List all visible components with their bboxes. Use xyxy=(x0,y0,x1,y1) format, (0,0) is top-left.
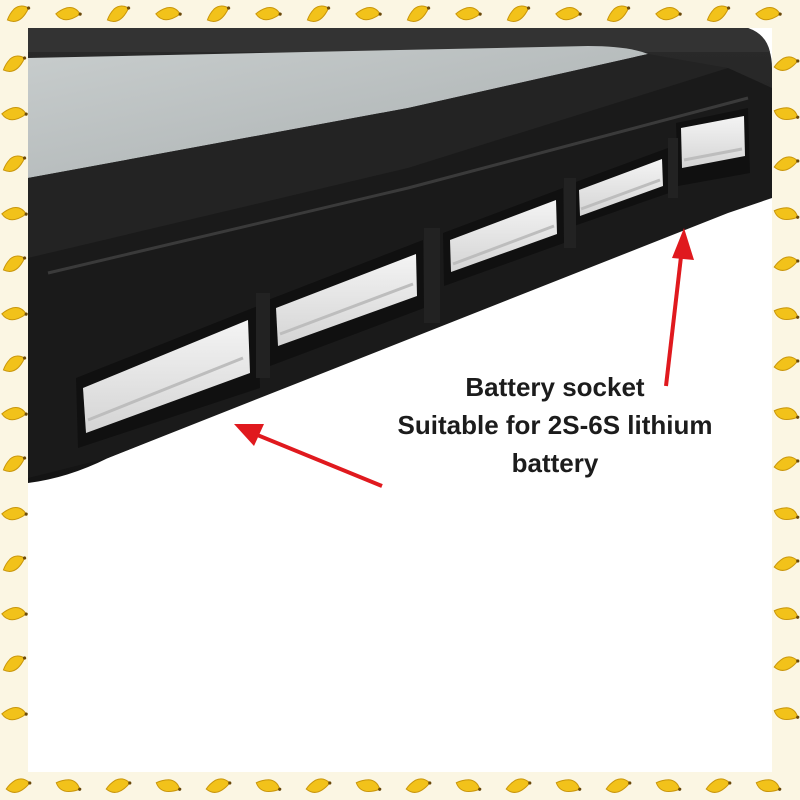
banana-frame-ornament xyxy=(706,5,731,22)
banana-frame-ornament xyxy=(455,779,482,793)
divider-3 xyxy=(564,178,576,248)
banana-frame-ornament xyxy=(755,7,782,21)
banana-frame-ornament xyxy=(773,407,800,421)
banana-frame-ornament xyxy=(205,778,232,793)
banana-frame-ornament xyxy=(755,779,782,793)
banana-frame-ornament xyxy=(773,207,800,221)
banana-frame-ornament xyxy=(155,779,182,793)
banana-frame-ornament xyxy=(1,507,28,521)
banana-frame-ornament xyxy=(555,7,582,21)
caption-line-2: Suitable for 2S-6S lithium xyxy=(397,410,713,440)
banana-frame-ornament xyxy=(605,778,632,793)
banana-frame-ornament xyxy=(773,256,800,271)
banana-frame-ornament xyxy=(555,779,582,793)
lcd-screen xyxy=(28,46,648,178)
banana-frame-ornament xyxy=(773,56,800,71)
banana-frame-ornament xyxy=(773,556,800,571)
socket-slot-4 xyxy=(573,148,669,226)
red-arrow-up xyxy=(664,228,694,387)
banana-frame-ornament xyxy=(505,778,532,793)
banana-frame-ornament xyxy=(2,55,27,72)
banana-frame-ornament xyxy=(655,7,682,21)
banana-frame-ornament xyxy=(106,5,131,22)
divider-1 xyxy=(256,293,270,378)
banana-frame-ornament xyxy=(55,779,82,793)
device-top-rim xyxy=(28,28,770,52)
banana-frame-ornament xyxy=(1,307,28,321)
banana-frame-ornament xyxy=(2,355,27,372)
banana-frame-ornament xyxy=(773,656,800,671)
banana-frame-ornament xyxy=(155,7,182,21)
banana-frame-ornament xyxy=(455,7,482,21)
divider-2 xyxy=(424,228,440,323)
banana-frame-ornament xyxy=(773,607,800,621)
banana-frame-ornament xyxy=(306,5,331,22)
banana-frame-ornament xyxy=(55,7,82,21)
banana-frame-ornament xyxy=(405,778,432,793)
caption-line-1: Battery socket xyxy=(465,372,645,402)
product-photo xyxy=(28,28,772,772)
banana-frame-ornament xyxy=(773,456,800,471)
banana-frame-ornament xyxy=(773,107,800,121)
bezel-ridge xyxy=(28,54,728,258)
banana-frame-ornament xyxy=(305,778,332,793)
banana-frame-ornament xyxy=(1,607,28,621)
banana-frame-ornament xyxy=(1,207,28,221)
caption-line-3: battery xyxy=(511,448,599,478)
socket-slot-2 xyxy=(268,240,424,366)
banana-frame-ornament xyxy=(773,307,800,321)
socket-slot-3 xyxy=(443,188,564,286)
banana-frame-ornament xyxy=(5,778,32,793)
red-arrow-left xyxy=(234,424,383,488)
balance-charger-device xyxy=(28,28,772,488)
banana-frame-ornament xyxy=(506,5,531,22)
banana-frame-ornament xyxy=(355,779,382,793)
banana-frame-ornament xyxy=(773,507,800,521)
banana-frame-ornament xyxy=(2,255,27,272)
banana-frame-ornament xyxy=(606,5,631,22)
banana-frame-ornament xyxy=(1,707,28,721)
divider-4 xyxy=(668,138,678,198)
banana-frame-ornament xyxy=(773,356,800,371)
banana-frame-ornament xyxy=(255,779,282,793)
banana-frame-ornament xyxy=(355,7,382,21)
banana-frame-ornament xyxy=(2,555,27,572)
banana-frame-ornament xyxy=(655,779,682,793)
banana-frame-ornament xyxy=(2,455,27,472)
banana-frame-ornament xyxy=(2,655,27,672)
product-caption: Battery socket Suitable for 2S-6S lithiu… xyxy=(360,368,750,482)
banana-frame-ornament xyxy=(206,5,231,22)
banana-frame-ornament xyxy=(705,778,732,793)
body-groove xyxy=(47,96,749,275)
banana-frame-ornament xyxy=(255,7,282,21)
socket-slot-1 xyxy=(76,306,260,448)
banana-frame-ornament xyxy=(406,5,431,22)
banana-frame-ornament xyxy=(1,107,28,121)
socket-slot-5 xyxy=(676,108,750,186)
banana-frame-ornament xyxy=(773,707,800,721)
banana-frame-ornament xyxy=(2,155,27,172)
banana-frame-ornament xyxy=(6,5,31,22)
banana-frame-ornament xyxy=(105,778,132,793)
banana-frame-ornament xyxy=(773,156,800,171)
banana-frame-ornament xyxy=(1,407,28,421)
